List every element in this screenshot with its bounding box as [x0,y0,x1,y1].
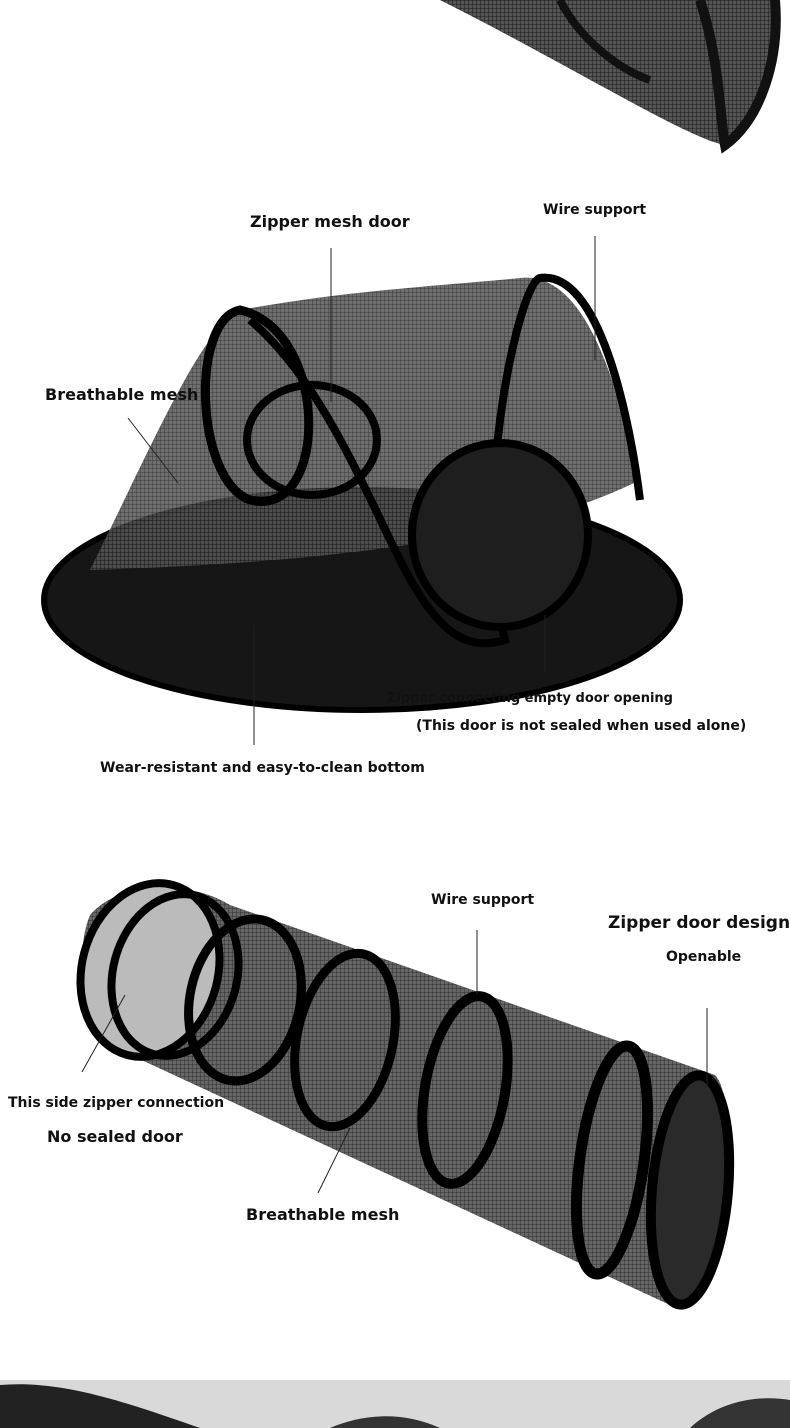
tent-image [41,273,683,713]
label-tunnel-wire-support: Wire support [431,892,535,908]
top-tunnel-image [440,0,781,154]
label-zipper-door-design: Zipper door design [608,913,790,933]
tunnel-image [76,879,735,1310]
label-side-zipper: This side zipper connection [8,1095,225,1111]
label-no-sealed-door: No sealed door [47,1127,183,1146]
label-zipper-mesh-door: Zipper mesh door [250,212,410,231]
bottom-image-strip [0,1380,790,1428]
label-tunnel-breathable-mesh: Breathable mesh [246,1205,400,1224]
label-door-not-sealed: (This door is not sealed when used alone… [416,718,747,734]
label-openable: Openable [666,949,742,965]
label-zipper-connecting: Zipper connecting empty door opening [387,691,673,706]
tent-leader-lines [127,236,596,745]
label-wire-support: Wire support [543,202,647,218]
label-breathable-mesh: Breathable mesh [45,385,199,404]
tunnel-leader-lines [81,930,708,1194]
label-bottom: Wear-resistant and easy-to-clean bottom [100,760,425,776]
